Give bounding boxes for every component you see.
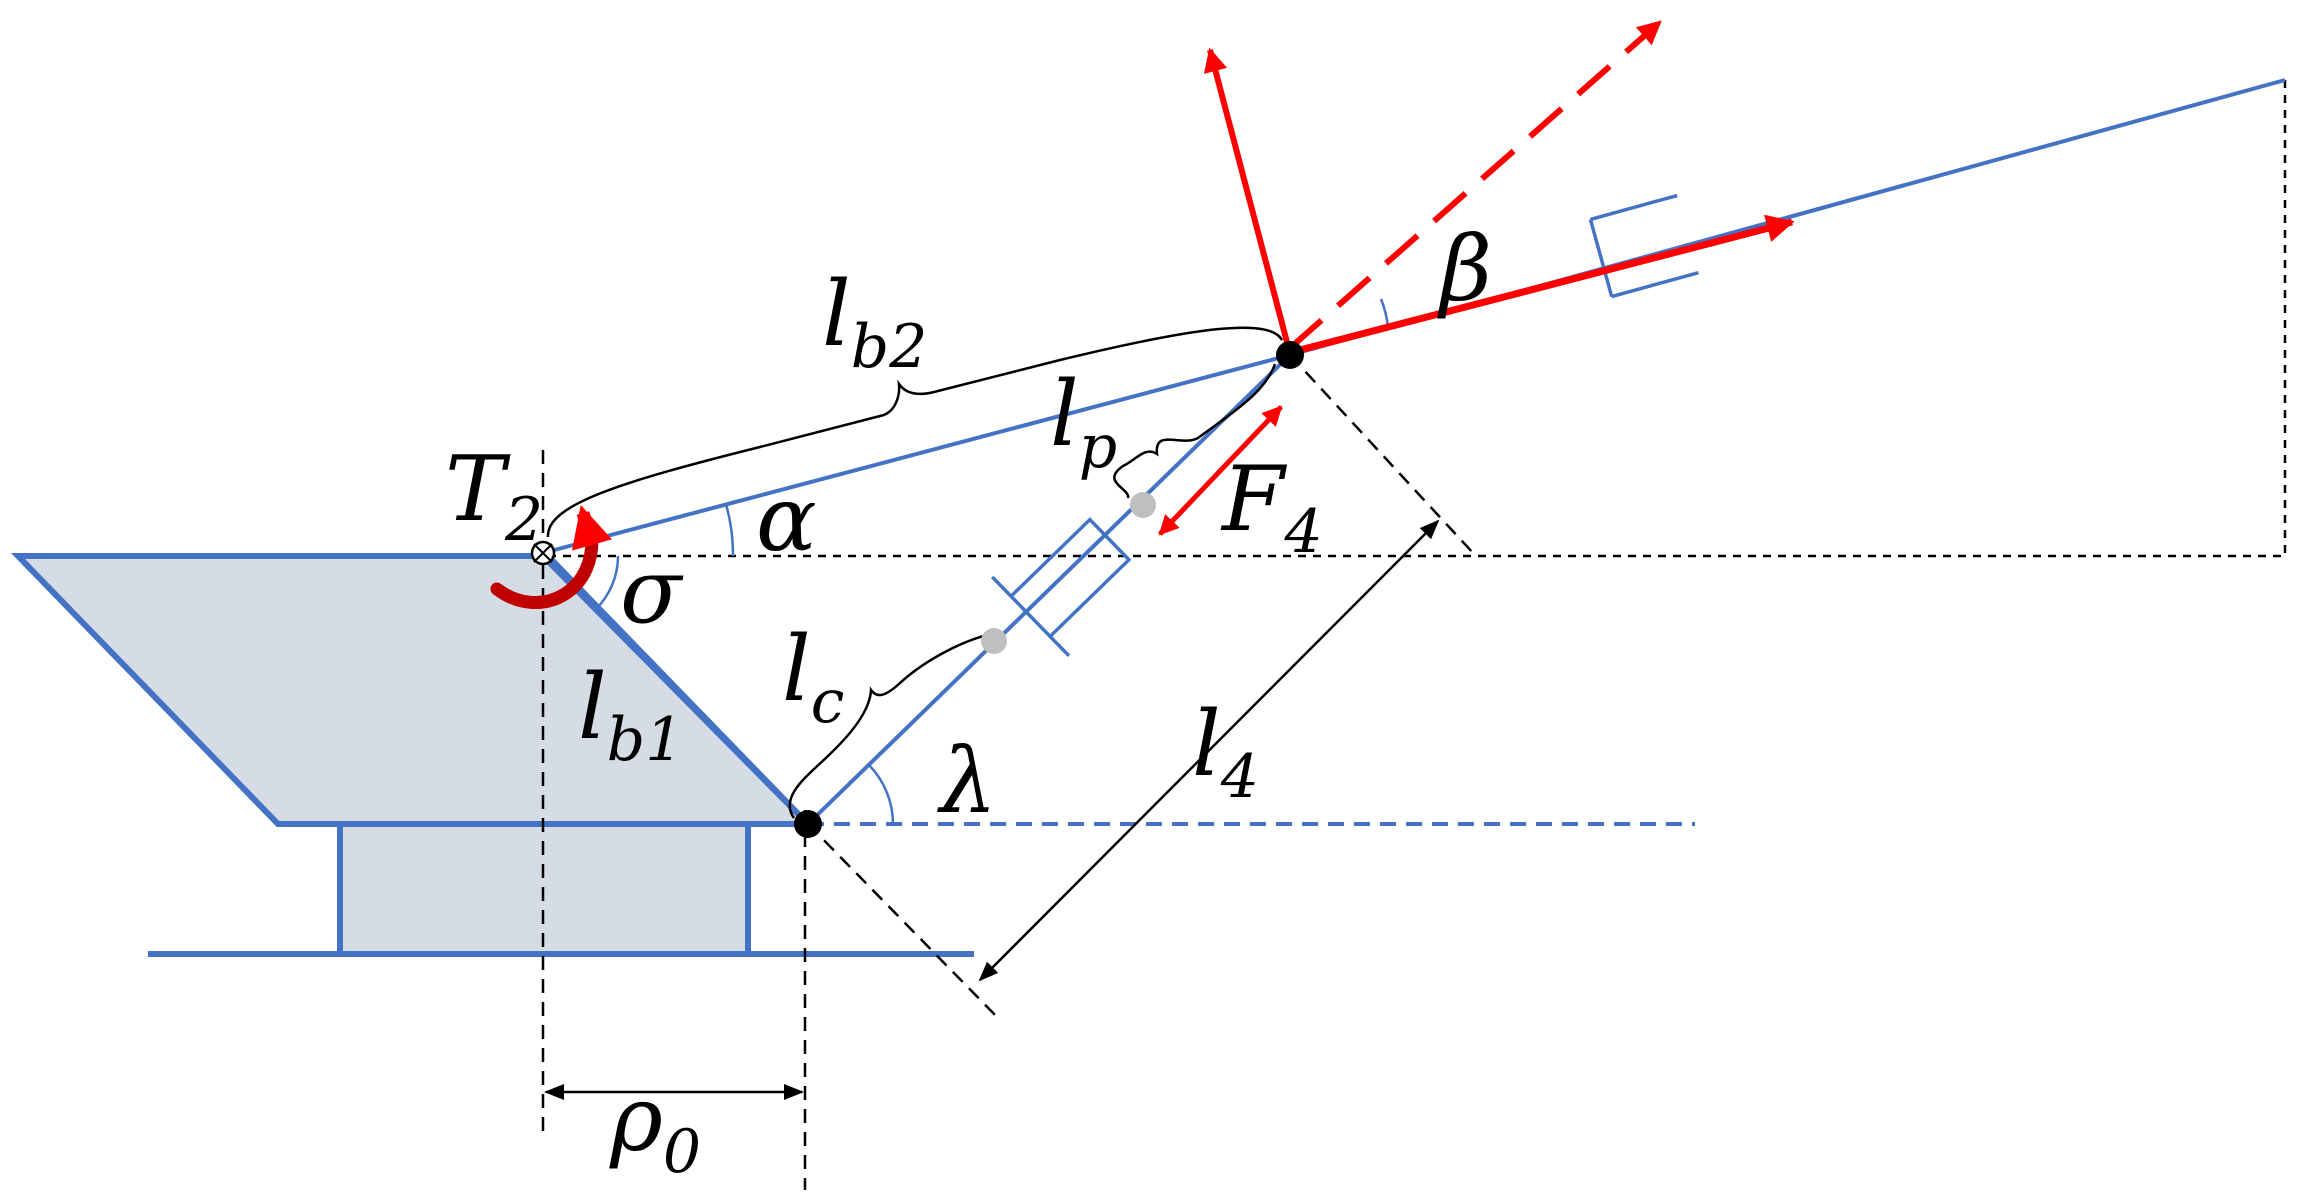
hydraulic-cylinder <box>990 517 1132 657</box>
black-joint-icon <box>794 810 822 838</box>
end-effector-bracket <box>1588 193 1699 299</box>
label-F4: F4 <box>1220 447 1323 567</box>
black-joint-icon <box>1276 341 1304 369</box>
brace-lc <box>788 633 988 819</box>
link-lb2 <box>542 353 1291 555</box>
label-beta: β <box>1437 217 1492 322</box>
torque-arrowhead <box>571 504 613 551</box>
lambda-arc <box>868 764 895 825</box>
forces <box>1158 19 1795 536</box>
label-alpha: α <box>756 467 817 572</box>
label-l4: l4 <box>1192 692 1259 812</box>
label-sigma: σ <box>620 539 684 644</box>
gray-joint-icon <box>1130 492 1156 518</box>
link-lb1 <box>540 553 811 827</box>
label-lp: lp <box>1050 362 1117 482</box>
label-lambda: λ <box>937 729 997 834</box>
base-trapezoid <box>10 553 816 827</box>
label-lc: lc <box>782 617 844 737</box>
beta-arc <box>1379 298 1390 329</box>
joints <box>530 341 1304 838</box>
angle-arcs <box>595 298 1390 825</box>
perpendicular-ref-lower <box>807 823 1001 1021</box>
labels: T2 α σ lb1 lb2 lp lc λ l4 F4 β <box>445 217 1492 1187</box>
torque-T2 <box>490 504 613 610</box>
label-lb2: lb2 <box>822 262 927 382</box>
label-T2: T2 <box>445 437 543 555</box>
sigma-arc <box>595 555 620 610</box>
brace-lb2 <box>546 326 1284 538</box>
force-normal <box>1203 47 1291 347</box>
alpha-arc <box>724 503 735 557</box>
gray-joint-icon <box>981 628 1007 654</box>
force-F4 <box>1158 405 1283 536</box>
force-resultant-dashed <box>1288 19 1662 351</box>
label-rho0: ρ0 <box>609 1067 701 1187</box>
l4-dimension-arrow <box>978 519 1440 982</box>
force-axial <box>1299 214 1795 354</box>
label-lb1: lb1 <box>578 655 683 775</box>
pivot-hinge-icon <box>530 540 556 566</box>
